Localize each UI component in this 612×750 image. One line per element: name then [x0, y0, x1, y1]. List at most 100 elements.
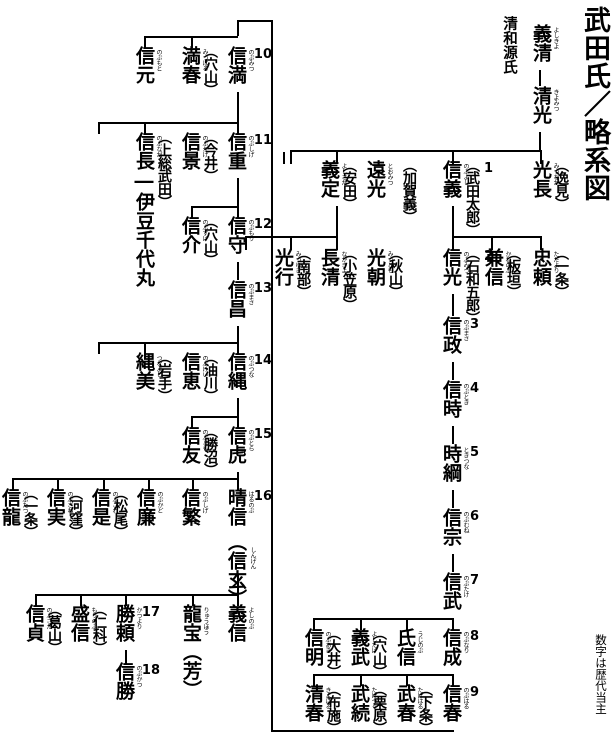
person-nobushige11-name: 信重 [225, 132, 247, 170]
connector [237, 206, 239, 218]
connector [406, 674, 408, 686]
person-nobumune6-ruby: のぶむね [462, 511, 469, 533]
person-mitsunaga-house: （逸見） [553, 158, 569, 210]
person-nobumitsu10-name: 信満 [225, 46, 247, 84]
connector [144, 36, 146, 48]
person-yoshisada-name: 義定 [318, 160, 340, 198]
connector [540, 150, 542, 164]
connector [237, 122, 239, 134]
person-tadayori-ruby: ただより [552, 251, 559, 273]
connector-bus [313, 618, 453, 620]
person-yoshitake-name: 義武 [348, 628, 370, 666]
person-nobumasa13-ruby: のぶまさ [247, 283, 254, 305]
person-kiyoharu-name: 清春 [302, 684, 324, 722]
person-nobusuke-house: （穴山） [202, 214, 218, 266]
person-mitsuharu-name: 満春 [179, 46, 201, 84]
person-nobutsuna14-name: 信縄 [225, 352, 247, 390]
connector [290, 150, 292, 164]
connector [452, 150, 454, 164]
head-number-15: 15 [253, 427, 272, 442]
connector [336, 206, 338, 236]
person-yoshisada-house: （安田） [341, 158, 357, 210]
person-nobumoto-ruby: のぶもと [155, 49, 162, 71]
connector [452, 490, 454, 508]
head-number-5: 5 [469, 445, 479, 460]
connector [540, 236, 542, 250]
connector-bus [191, 416, 238, 418]
person-nobuyoshi1-ruby: のぶよし [462, 163, 469, 185]
connector-bus [452, 236, 542, 238]
person-nobuzane-ruby: のぶざね [66, 491, 73, 513]
person-nobunaga-name: 信長―伊豆千代丸 [133, 132, 155, 287]
person-harunobu16-alias-ruby: しんげん [249, 547, 256, 569]
connector [237, 20, 239, 36]
connector-bus [290, 150, 542, 152]
person-tsunayoshi-name: 縄美 [133, 352, 155, 390]
connector-bus [35, 594, 238, 596]
person-morinobu-ruby: もりのぶ [90, 607, 97, 629]
person-nobutatsu-house: （一条） [22, 486, 38, 538]
connector-bus [12, 478, 238, 480]
person-nobumasa13-name: 信昌 [225, 280, 247, 318]
connector [283, 152, 285, 164]
person-nobutoki4-ruby: のぶとき [462, 383, 469, 405]
person-nobusada-name: 信貞 [23, 604, 45, 642]
person-mitsuyuki-house: （南部） [295, 246, 311, 298]
person-morinobu-name: 盛信 [68, 604, 90, 642]
person-nobukage-house: （今井） [202, 130, 218, 182]
person-nobusuke-name: 信介 [179, 216, 201, 254]
person-nagakiyo-name: 長清 [318, 248, 340, 286]
connector [452, 294, 454, 316]
head-number-9: 9 [469, 685, 479, 700]
head-number-3: 3 [469, 317, 479, 332]
connector [452, 236, 454, 250]
person-harunobu16-alias: （信玄） [225, 532, 247, 608]
person-tokitsuna5-name: 時綱 [440, 444, 462, 482]
person-tadayori-name: 忠頼 [530, 248, 552, 286]
person-takeharu-house: （下条） [417, 682, 433, 734]
person-nobusada-house: （葛山） [46, 602, 62, 654]
person-nobumitsu2-house: （石和五郎） [464, 246, 480, 324]
connector [452, 618, 454, 630]
connector [125, 594, 127, 606]
connector [144, 122, 146, 134]
person-nobutomo-ruby: のぶとも [201, 429, 208, 451]
person-harunobu16-ruby: はるのぶ [247, 491, 254, 513]
person-nobusuke-ruby: のぶすけ [201, 219, 208, 241]
head-number-18: 18 [141, 663, 160, 678]
person-tomitsu-ruby: とおみつ [386, 163, 393, 185]
person-nobukei-name: 信恵 [179, 352, 201, 390]
person-ujinobu-name: 氏信 [394, 628, 416, 666]
person-kiyoharu-house: （布施） [325, 682, 341, 734]
connector-wrap [271, 20, 273, 732]
head-number-6: 6 [469, 509, 479, 524]
head-number-14: 14 [253, 353, 272, 368]
person-morinobu-house: （仁科） [91, 602, 107, 654]
person-mitsutomo-name: 光朝 [364, 248, 386, 286]
person-yoshikiyo-ruby: よしきよ [552, 27, 559, 49]
person-nobutoki4-name: 信時 [440, 380, 462, 418]
connector [452, 426, 454, 444]
person-nobumori12-name: 信守 [225, 216, 247, 254]
connector [98, 122, 100, 134]
person-mitsutomo-ruby: みつとも [386, 251, 393, 273]
head-number-16: 16 [253, 489, 272, 504]
connector [406, 618, 408, 630]
person-nobumoto-name: 信元 [133, 46, 155, 84]
person-kagayoshi-house: （加賀義） [401, 158, 417, 223]
connector [148, 478, 150, 490]
person-yoshitake-ruby: よしたけ [370, 631, 377, 653]
person-kiyoharu-ruby: きよはる [324, 687, 331, 709]
person-nobuharu9-name: 信春 [440, 684, 462, 722]
person-nobutora15-name: 信虎 [225, 426, 247, 464]
person-kanenobu-name: 兼信 [482, 248, 504, 286]
connector [237, 326, 239, 342]
connector [237, 342, 239, 354]
head-number-12: 12 [253, 217, 272, 232]
person-yoshitake-house: （穴山） [371, 626, 387, 678]
person-nobutatsu-name: 信龍 [0, 488, 21, 526]
person-mitsuharu-house: （穴山） [202, 44, 218, 96]
person-nobumitsu2-ruby: のぶみつ [462, 251, 469, 273]
person-nobutake7-ruby: のぶたけ [462, 575, 469, 597]
connector-bus [313, 674, 453, 676]
